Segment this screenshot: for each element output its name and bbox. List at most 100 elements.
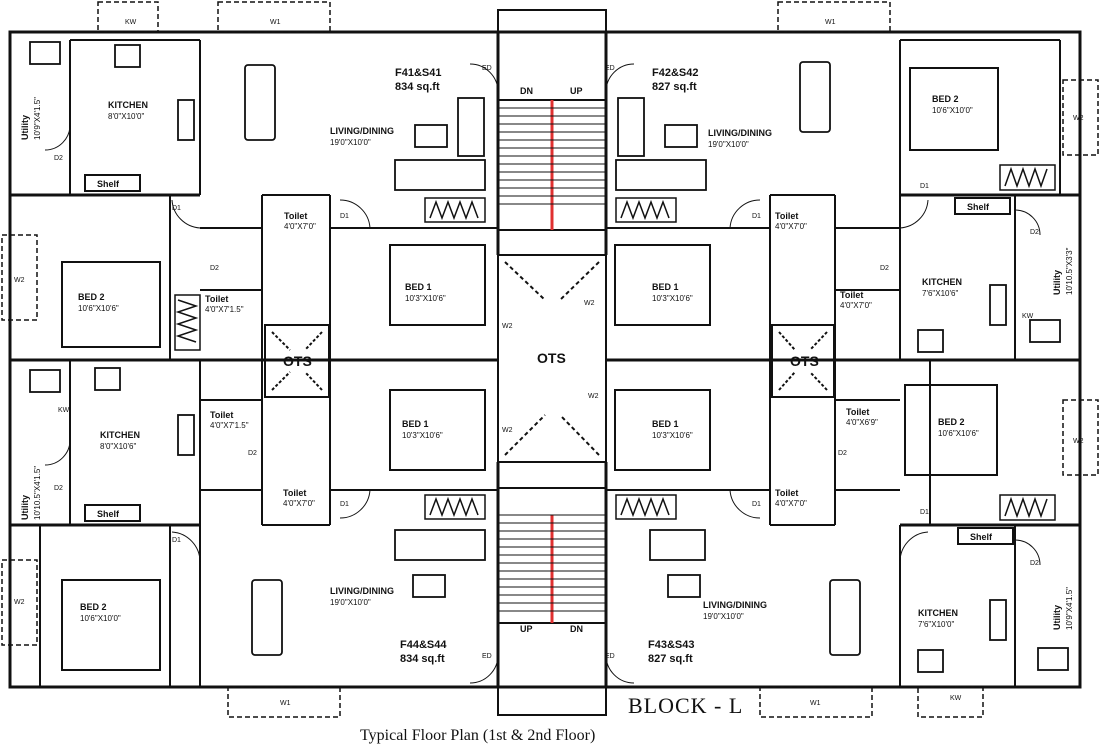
- ots-left-shaft: [264, 324, 330, 398]
- room-dimension: 10'3"X10'6": [402, 431, 443, 440]
- room-dimension: 19'0"X10'0": [708, 140, 749, 149]
- room-dimension: 8'0"X10'0": [108, 112, 144, 121]
- room-dimension: 10'9"X4'1.5": [1065, 587, 1074, 630]
- door-tag: D1: [752, 501, 761, 508]
- bed-icon: [614, 389, 711, 471]
- room-dimension: 4'0"X7'0": [284, 222, 316, 231]
- window-tag: KW: [1022, 313, 1034, 320]
- room-label: Toilet: [205, 294, 228, 304]
- wardrobes: [174, 164, 1056, 521]
- room-label: Toilet: [284, 211, 307, 221]
- room-dimension: 4'0"X7'1.5": [210, 421, 249, 430]
- window-tag: KW: [58, 407, 70, 414]
- window-tag: W2: [502, 427, 513, 434]
- furniture-beds: [61, 67, 999, 671]
- room-dimension: 4'0"X7'0": [775, 222, 807, 231]
- furniture-living: [244, 61, 861, 656]
- door-tag: D2: [1030, 229, 1039, 236]
- dining-table-icon: [251, 579, 283, 656]
- sofa-icon: [617, 97, 645, 157]
- door-tag: D1: [920, 509, 929, 516]
- door-tag: D1: [172, 205, 181, 212]
- sofa-icon: [649, 529, 706, 561]
- window-tag: W2: [588, 393, 599, 400]
- window-tag: W1: [280, 700, 291, 707]
- door-tag: D2: [1030, 560, 1039, 567]
- door-tag: D2: [54, 155, 63, 162]
- room-dimension: 4'0"X7'0": [840, 301, 872, 310]
- sofa-icon: [394, 529, 486, 561]
- bed-icon: [389, 244, 486, 326]
- room-dimension: 10'3"X10'6": [652, 431, 693, 440]
- room-label: Utility: [1052, 270, 1062, 295]
- ots-label: OTS: [790, 353, 819, 369]
- door-tag: ED: [605, 65, 615, 72]
- door-tag: D2: [248, 450, 257, 457]
- bed-icon: [904, 384, 998, 476]
- dining-table-icon: [829, 579, 861, 656]
- door-tag: D2: [880, 265, 889, 272]
- door-tag: D2: [838, 450, 847, 457]
- window-tag: W1: [270, 19, 281, 26]
- room-label: BED 1: [652, 282, 679, 292]
- coffee-table-icon: [664, 124, 698, 148]
- stair-down-label: DN: [520, 86, 533, 96]
- unit-f44-name: F44&S44: [400, 639, 447, 651]
- room-label: Utility: [20, 115, 30, 140]
- sofa-icon: [457, 97, 485, 157]
- door-tag: D1: [340, 213, 349, 220]
- dining-table-icon: [799, 61, 831, 133]
- window-tag: W2: [584, 300, 595, 307]
- room-label: BED 1: [402, 419, 429, 429]
- room-label: LIVING/DINING: [330, 126, 394, 136]
- ots-shafts: [264, 254, 835, 463]
- room-label: Utility: [1052, 605, 1062, 630]
- staircase-bottom: [497, 487, 607, 624]
- room-dimension: 4'0"X7'0": [283, 499, 315, 508]
- window-tag: W2: [14, 277, 25, 284]
- shelf-label: Shelf: [967, 202, 990, 212]
- bed-icon: [61, 579, 161, 671]
- room-label: LIVING/DINING: [708, 128, 772, 138]
- window-tag: W1: [810, 700, 821, 707]
- stair-up-label: UP: [570, 86, 583, 96]
- unit-f42-area: 827 sq.ft: [652, 81, 697, 93]
- room-label: BED 2: [80, 602, 107, 612]
- window-tag: KW: [950, 695, 962, 702]
- window-tag: KW: [125, 19, 137, 26]
- room-dimension: 10'10.5"X4'1.5": [33, 466, 42, 520]
- coffee-table-icon: [412, 574, 446, 598]
- door-tag: D2: [210, 265, 219, 272]
- bed-icon: [614, 244, 711, 326]
- shelf-label: Shelf: [97, 509, 120, 519]
- window-tag: W2: [1073, 438, 1084, 445]
- plan-caption: Typical Floor Plan (1st & 2nd Floor): [360, 727, 596, 744]
- door-tag: D1: [752, 213, 761, 220]
- room-dimension: 10'9"X4'1.5": [33, 97, 42, 140]
- door-tag: D2: [54, 485, 63, 492]
- door-tag: D1: [340, 501, 349, 508]
- room-dimension: 19'0"X10'0": [703, 612, 744, 621]
- room-dimension: 7'6"X10'0": [918, 620, 954, 629]
- door-tag: ED: [605, 653, 615, 660]
- ots-right-shaft: [771, 324, 835, 398]
- room-dimension: 10'10.5"X3'3": [1065, 247, 1074, 295]
- door-tag: ED: [482, 653, 492, 660]
- room-dimension: 10'6"X10'6": [938, 429, 979, 438]
- unit-f41-area: 834 sq.ft: [395, 81, 440, 93]
- window-tag: W1: [825, 19, 836, 26]
- shelves: [84, 174, 1014, 545]
- room-label: Utility: [20, 495, 30, 520]
- ots-label: OTS: [283, 353, 312, 369]
- door-tag: D1: [172, 537, 181, 544]
- door-tag: D1: [920, 183, 929, 190]
- room-label: Toilet: [846, 407, 869, 417]
- room-label: KITCHEN: [100, 430, 140, 440]
- door-tag: ED: [482, 65, 492, 72]
- room-dimension: 4'0"X7'0": [775, 499, 807, 508]
- room-dimension: 19'0"X10'0": [330, 598, 371, 607]
- staircase-top: [497, 99, 607, 231]
- window-tag: W2: [1073, 115, 1084, 122]
